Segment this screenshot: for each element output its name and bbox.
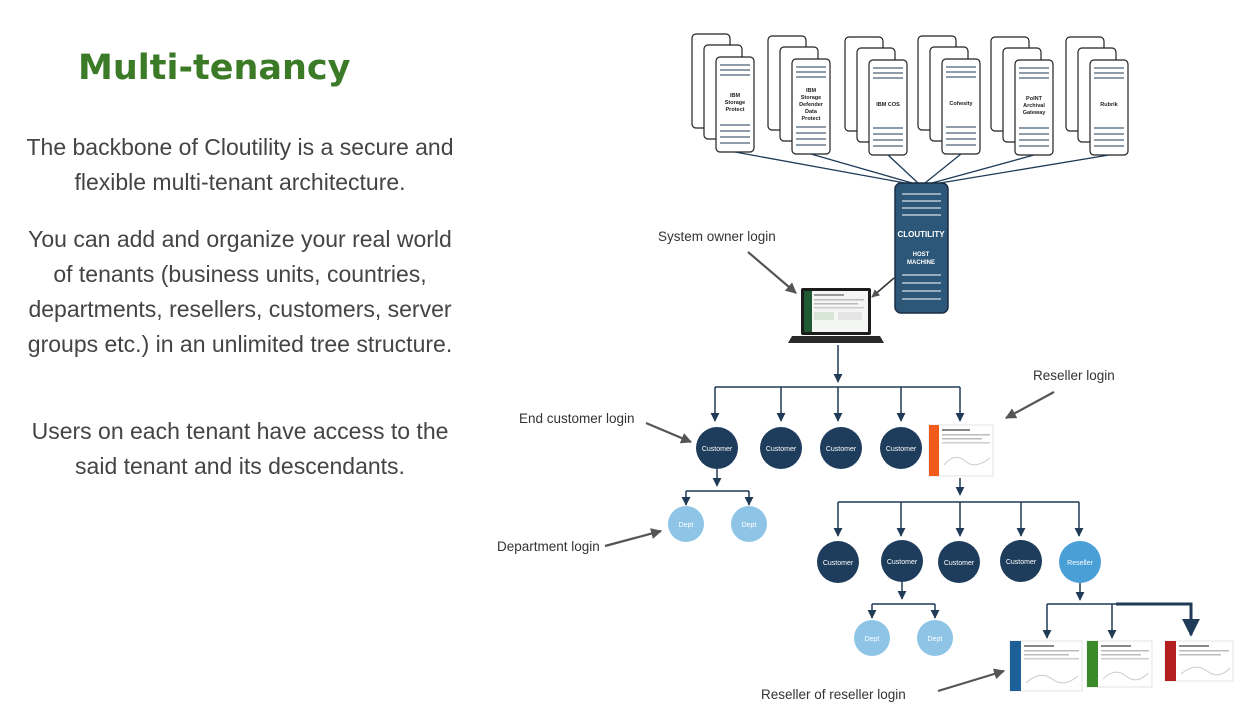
page-title: Multi-tenancy — [78, 48, 351, 88]
end-customer-login-label: End customer login — [519, 411, 635, 426]
customer-node: Customer — [817, 541, 859, 583]
customer-node: Customer — [938, 541, 980, 583]
svg-text:Rubrik: Rubrik — [1100, 102, 1118, 108]
svg-text:Dept: Dept — [679, 522, 694, 529]
svg-text:IBM COS: IBM COS — [876, 102, 900, 108]
svg-text:Dept: Dept — [742, 522, 757, 529]
tree-level-3-connectors — [1042, 583, 1200, 639]
server-stack-4: Cohesity — [917, 35, 981, 155]
svg-text:Customer: Customer — [1006, 559, 1037, 566]
host-sub-1: HOST — [913, 252, 930, 258]
dept-node: Dept — [731, 506, 767, 542]
access-paragraph: Users on each tenant have access to the … — [31, 418, 449, 479]
reseller-login-label: Reseller login — [1033, 368, 1115, 383]
customer-node: Customer — [820, 427, 862, 469]
tree-level-2-connectors — [833, 478, 1084, 537]
host-machine: CLOUTILITY HOST MACHINE — [894, 182, 949, 314]
svg-text:Dept: Dept — [865, 636, 880, 643]
host-sub-2: MACHINE — [907, 260, 935, 266]
host-name: CLOUTILITY — [897, 230, 945, 239]
reseller-screen-thumbnail — [1086, 640, 1153, 688]
intro-paragraph: The backbone of Cloutility is a secure a… — [26, 134, 454, 195]
svg-text:Customer: Customer — [944, 560, 975, 567]
server-stack-6: Rubrik — [1065, 36, 1129, 156]
svg-text:Dept: Dept — [928, 636, 943, 643]
svg-text:Reseller: Reseller — [1067, 560, 1093, 567]
reseller-node: Reseller — [1059, 541, 1101, 583]
customer-node: Customer — [881, 540, 923, 582]
reseller-screen-thumbnail — [928, 424, 994, 477]
svg-text:Cohesity: Cohesity — [949, 101, 973, 107]
dept-node: Dept — [668, 506, 704, 542]
reseller-of-reseller-login-label: Reseller of reseller login — [761, 687, 906, 702]
svg-text:Customer: Customer — [886, 446, 917, 453]
server-stack-3: IBM COS — [844, 36, 908, 156]
server-connectors — [734, 151, 1110, 184]
tenants-paragraph: You can add and organize your real world… — [27, 226, 453, 357]
svg-text:Customer: Customer — [887, 559, 918, 566]
dept-node: Dept — [854, 620, 890, 656]
reseller-screen-thumbnail — [1164, 640, 1234, 682]
dept-connectors-2 — [867, 582, 940, 619]
customer-node: Customer — [880, 427, 922, 469]
customer-node: Customer — [696, 427, 738, 469]
laptop-icon — [788, 288, 884, 343]
svg-text:Customer: Customer — [702, 446, 733, 453]
svg-text:Customer: Customer — [823, 560, 854, 567]
customer-node: Customer — [760, 427, 802, 469]
svg-text:Customer: Customer — [826, 446, 857, 453]
dept-node: Dept — [917, 620, 953, 656]
tree-level-1-connectors — [710, 345, 965, 422]
system-owner-login-label: System owner login — [658, 229, 776, 244]
svg-text:Customer: Customer — [766, 446, 797, 453]
customer-node: Customer — [1000, 540, 1042, 582]
reseller-screen-thumbnail — [1009, 640, 1083, 692]
department-login-label: Department login — [497, 539, 600, 554]
dept-connectors-1 — [681, 469, 754, 506]
